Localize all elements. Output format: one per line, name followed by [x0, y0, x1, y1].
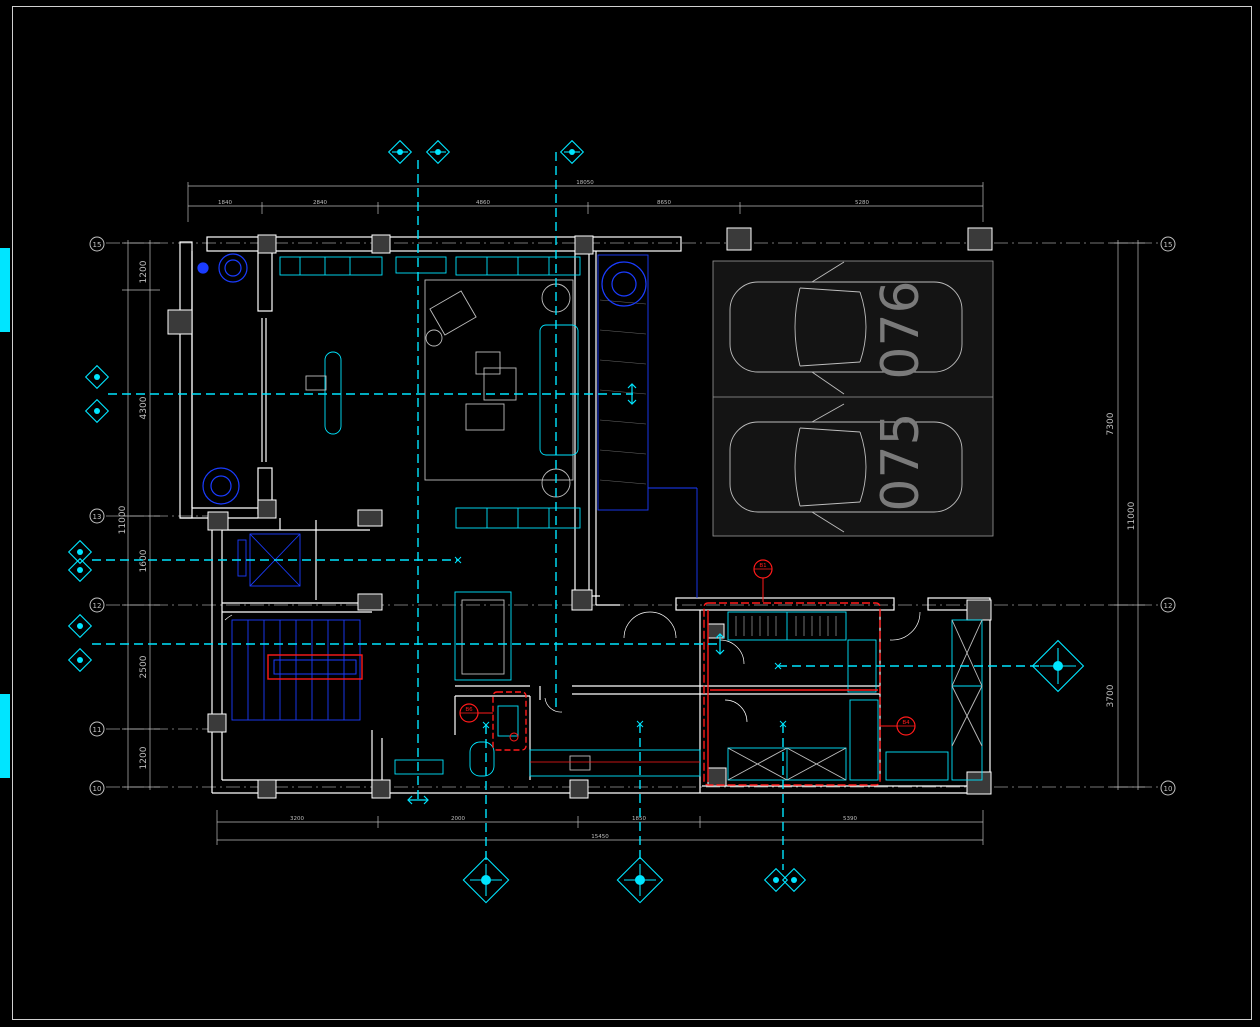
- garage: [712, 260, 994, 537]
- plant-icons: [197, 253, 647, 505]
- grid-bubble-left-15: 15: [89, 236, 105, 252]
- elevation-marker-left-3: [67, 613, 93, 673]
- svg-text:4860: 4860: [476, 200, 490, 206]
- grid-bubble-left-13: 13: [89, 508, 105, 524]
- top-dimension-chain: [187, 182, 984, 222]
- structural-columns: [167, 227, 993, 799]
- svg-text:8650: 8650: [657, 200, 671, 206]
- red-highlights: [267, 602, 881, 786]
- parking-number-075: 075: [871, 412, 931, 511]
- svg-text:15: 15: [93, 241, 102, 249]
- svg-text:1200: 1200: [139, 746, 149, 769]
- svg-text:1200: 1200: [139, 260, 149, 283]
- grid-bubble-right-10: 10: [1160, 780, 1176, 796]
- left-dimension-chain: [122, 240, 160, 790]
- parking-number-076: 076: [871, 280, 931, 379]
- small-red-dot: [509, 732, 519, 742]
- elevation-marker-left-1: [84, 364, 110, 424]
- left-edge-tab[interactable]: [0, 248, 10, 332]
- tag-b4: B4: [880, 716, 916, 736]
- svg-text:1850: 1850: [632, 816, 646, 822]
- svg-text:13: 13: [93, 513, 102, 521]
- tag-b6: B6: [459, 703, 493, 723]
- tag-b1: B1: [753, 559, 773, 602]
- bench-hatch: [599, 299, 647, 485]
- svg-text:15: 15: [1164, 241, 1173, 249]
- svg-text:18050: 18050: [576, 180, 594, 186]
- svg-text:2840: 2840: [313, 200, 327, 206]
- svg-text:1600: 1600: [139, 549, 149, 572]
- elevation-markers: [67, 139, 1085, 904]
- svg-text:12: 12: [93, 602, 102, 610]
- svg-text:11: 11: [93, 726, 102, 734]
- svg-text:2000: 2000: [451, 816, 465, 822]
- grid-bubble-left-12: 12: [89, 597, 105, 613]
- elevation-marker-left-2: [67, 539, 93, 583]
- bottom-dimension-chain: [216, 810, 984, 845]
- top-dimension-text: 18050 1840 2840 4860 8650 5280: [218, 180, 869, 206]
- car-outline-upper: [729, 261, 963, 395]
- car-outline-lower: [729, 403, 963, 533]
- right-dimension-text: 7300 3700 11000: [1106, 412, 1137, 707]
- svg-text:1840: 1840: [218, 200, 232, 206]
- svg-text:3200: 3200: [290, 816, 304, 822]
- section-cut-lines: [92, 152, 1040, 870]
- svg-text:B6: B6: [465, 707, 473, 713]
- elevation-marker-bottom-3: [763, 867, 807, 893]
- svg-text:B1: B1: [759, 563, 766, 569]
- bottom-dimension-text: 3200 2000 1850 5390 15450: [290, 816, 857, 840]
- door-swings: [224, 611, 921, 723]
- grid-bubble-left-11: 11: [89, 721, 105, 737]
- svg-text:4300: 4300: [139, 396, 149, 419]
- svg-text:7300: 7300: [1106, 412, 1116, 435]
- svg-text:2500: 2500: [139, 655, 149, 678]
- svg-text:3700: 3700: [1106, 684, 1116, 707]
- left-edge-tab-lower[interactable]: [0, 694, 10, 778]
- furniture: [231, 254, 983, 781]
- svg-text:5390: 5390: [843, 816, 857, 822]
- cross-markers: [454, 556, 787, 729]
- dimension-arrows: [407, 383, 725, 805]
- wardrobe-hangers: [735, 616, 837, 636]
- svg-text:15450: 15450: [591, 834, 609, 840]
- marker-fills: [77, 149, 1063, 885]
- grid-bubble-left-10: 10: [89, 780, 105, 796]
- svg-text:12: 12: [1164, 602, 1173, 610]
- svg-text:11000: 11000: [118, 505, 128, 534]
- left-dimension-text: 1200 4300 1600 2500 1200 11000: [118, 260, 149, 769]
- grid-bubble-right-15: 15: [1160, 236, 1176, 252]
- exterior-walls: [179, 236, 991, 794]
- right-dimension-chain: [1110, 240, 1145, 790]
- drawing-frame: [12, 6, 1252, 1020]
- svg-text:5280: 5280: [855, 200, 869, 206]
- svg-text:10: 10: [93, 785, 102, 793]
- grid-bubble-right-12: 12: [1160, 597, 1176, 613]
- svg-text:11000: 11000: [1127, 501, 1137, 530]
- svg-text:10: 10: [1164, 785, 1173, 793]
- svg-text:B4: B4: [902, 720, 910, 726]
